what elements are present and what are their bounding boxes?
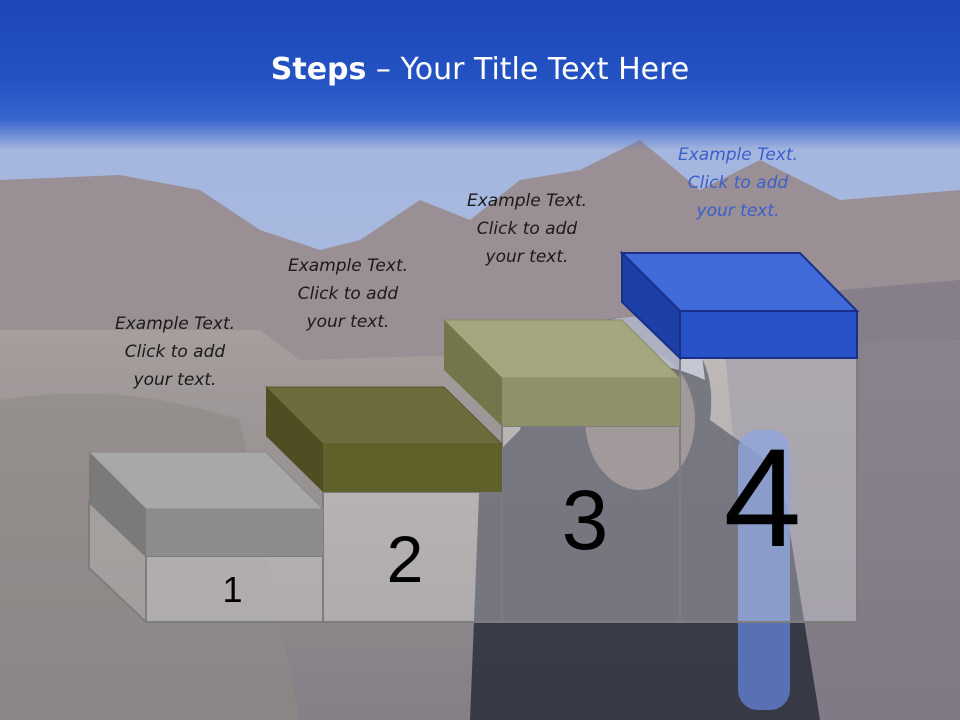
step-4-label-line1: Example Text. <box>677 145 799 165</box>
step-4-label[interactable]: Example Text. Click to add your text. <box>653 141 823 225</box>
step-2-block <box>264 386 504 492</box>
title-rest: – Your Title Text Here <box>366 52 690 87</box>
title-band <box>0 0 960 150</box>
step-2-label[interactable]: Example Text. Click to add your text. <box>263 252 433 336</box>
step-4-label-line2: Click to add <box>687 173 789 193</box>
step-2-number: 2 <box>386 522 424 596</box>
step-1-label-line3: your text. <box>133 370 217 390</box>
step-3-label-line2: Click to add <box>476 219 578 239</box>
step-3-label[interactable]: Example Text. Click to add your text. <box>442 187 612 271</box>
step-1-label[interactable]: Example Text. Click to add your text. <box>90 310 260 394</box>
slide-title[interactable]: Steps – Your Title Text Here <box>0 52 960 87</box>
step-2-label-line3: your text. <box>306 312 390 332</box>
step-3-block <box>442 319 682 426</box>
step-3-label-line1: Example Text. <box>466 191 588 211</box>
step-4-block <box>619 250 860 361</box>
step-3-number: 3 <box>561 473 609 567</box>
step-1-number: 1 <box>222 569 243 610</box>
step-2-label-line2: Click to add <box>297 284 399 304</box>
step-1-label-line2: Click to add <box>124 342 226 362</box>
step-1-label-line1: Example Text. <box>114 314 236 334</box>
title-bold: Steps <box>270 52 367 87</box>
step-1-block <box>87 451 325 556</box>
step-3-label-line3: your text. <box>485 247 569 267</box>
step-2-label-line1: Example Text. <box>287 256 409 276</box>
step-4-number: 4 <box>723 419 802 576</box>
step-4-label-line3: your text. <box>696 201 780 221</box>
